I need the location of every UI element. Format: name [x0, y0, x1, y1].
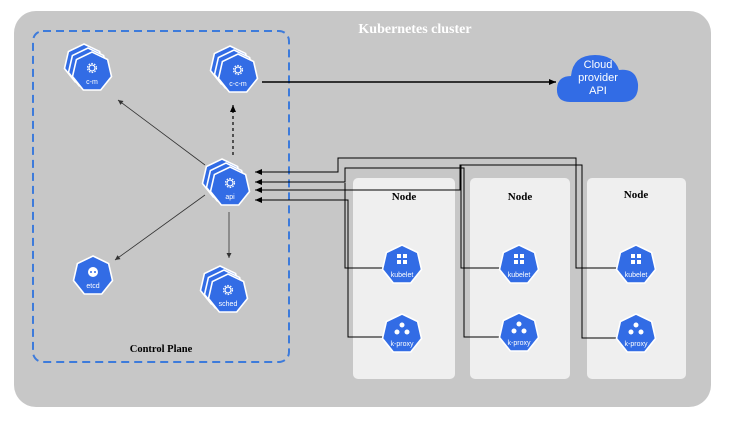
node-api-connections: [255, 157, 625, 339]
cloud-label-line1: Cloud: [584, 59, 613, 71]
kproxy-label: k-proxy: [391, 341, 414, 348]
kubelet-label: kubelet: [391, 272, 414, 279]
cloud-label-line2: provider: [578, 72, 618, 84]
ccm-label: c-c-m: [229, 81, 247, 88]
kubelet-label: kubelet: [625, 272, 648, 279]
kproxy-label: k-proxy: [508, 340, 531, 347]
cloud-controller-manager-icon: c-c-m: [209, 45, 259, 93]
kube-proxy-icon: k-proxy: [615, 313, 657, 353]
cluster-title: Kubernetes cluster: [358, 22, 471, 37]
cloud-label-line3: API: [589, 85, 607, 97]
node-title: Node: [508, 191, 533, 203]
control-plane-arrows: [114, 79, 556, 261]
kubelet-icon: kubelet: [498, 244, 540, 284]
control-plane-box: [32, 30, 290, 363]
scheduler-icon: sched: [199, 265, 249, 313]
etcd-label: etcd: [86, 283, 99, 290]
controller-manager-icon: c-m: [63, 43, 113, 91]
cm-label: c-m: [86, 79, 98, 86]
cloud-provider-api: Cloud provider API: [556, 55, 639, 102]
etcd-icon: etcd: [72, 255, 114, 295]
kubelet-icon: kubelet: [381, 244, 423, 284]
kubelet-icon: kubelet: [615, 244, 657, 284]
kubelet-label: kubelet: [508, 272, 531, 279]
api-server-icon: api: [201, 158, 251, 206]
kube-proxy-icon: k-proxy: [381, 313, 423, 353]
control-plane-label: Control Plane: [130, 344, 193, 355]
kube-proxy-icon: k-proxy: [498, 312, 540, 352]
node-title: Node: [392, 191, 417, 203]
node-title: Node: [624, 189, 649, 201]
sched-label: sched: [219, 301, 238, 308]
api-label: api: [225, 194, 235, 201]
kproxy-label: k-proxy: [625, 341, 648, 348]
